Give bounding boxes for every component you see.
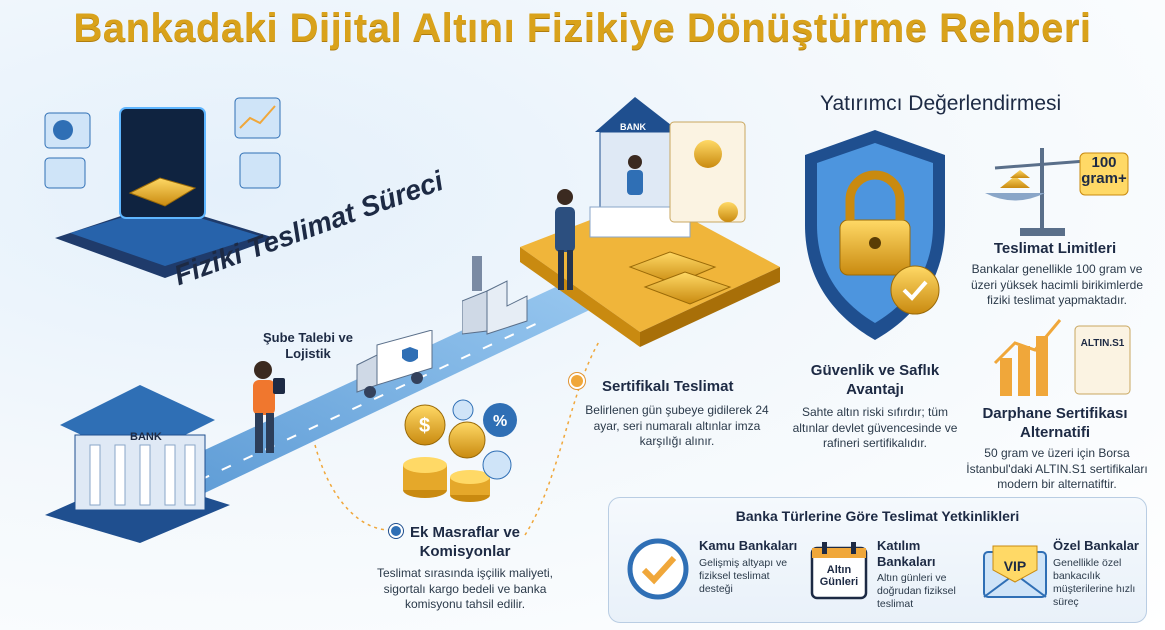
step1-title: Şube Talebi ve Lojistik: [262, 330, 354, 361]
vip-envelope-icon: [983, 545, 1047, 598]
bank-building-left-illustration: BANK: [45, 385, 230, 543]
bank-type-desc: Genellikle özel bankacılık müşterilerine…: [1053, 556, 1136, 608]
mint-title: Darphane Sertifikası Alternatifi: [982, 405, 1128, 441]
bank-type-title: Kamu Bankaları: [699, 538, 798, 553]
bank-type-ozel: Özel Bankalar Genellikle özel bankacılık…: [1053, 538, 1143, 609]
scale-icon: [985, 148, 1129, 236]
step2-marker: [569, 373, 585, 389]
bank-type-desc: Gelişmiş altyapı ve fiziksel teslimat de…: [699, 556, 788, 595]
bank-type-desc: Altın günleri ve doğrudan fiziksel tesli…: [877, 572, 956, 611]
bank-sign-left: BANK: [130, 431, 162, 443]
factory-illustration: [462, 256, 528, 335]
security-desc: Sahte altın riski sıfırdır; tüm altınlar…: [792, 405, 958, 451]
page-title: Bankadaki Dijital Altını Fizikiye Dönüşt…: [73, 6, 1092, 50]
coins-illustration: $ %: [403, 399, 517, 502]
security-title: Güvenlik ve Saflık Avantajı: [810, 362, 940, 398]
step3-desc: Teslimat sırasında işçilik maliyeti, sig…: [376, 566, 554, 612]
dollar-symbol: $: [419, 415, 430, 437]
step3-marker: [389, 524, 403, 538]
bank-types-title: Banka Türlerine Göre Teslimat Yetkinlikl…: [735, 508, 1020, 524]
step2-title: Sertifikalı Teslimat: [602, 378, 734, 395]
percent-symbol: %: [493, 413, 507, 430]
bank-type-title: Özel Bankalar: [1053, 538, 1139, 553]
security-shield-icon: [805, 130, 945, 340]
assessment-title: Yatırımcı Değerlendirmesi: [820, 92, 1062, 115]
limits-title: Teslimat Limitleri: [993, 240, 1117, 257]
limits-desc: Bankalar genellikle 100 gram ve üzeri yü…: [970, 262, 1144, 308]
vip-icon-text: VIP: [1003, 558, 1027, 574]
step2-desc: Belirlenen gün şubeye gidilerek 24 ayar,…: [585, 403, 769, 449]
step3-title: Ek Masraflar ve Komisyonlar: [409, 524, 521, 560]
calendar-icon: [810, 542, 868, 600]
mint-desc: 50 gram ve üzeri için Borsa İstanbul'dak…: [966, 446, 1148, 492]
bank-type-katilim: Katılım Bankaları Altın günleri ve doğru…: [877, 538, 973, 612]
check-circle-icon: [627, 538, 689, 600]
limits-badge: 100 gram+: [1081, 154, 1127, 187]
mint-badge: ALTIN.S1: [1080, 338, 1125, 349]
bank-type-kamu: Kamu Bankaları Gelişmiş altyapı ve fizik…: [699, 538, 799, 596]
bank-types-panel: Banka Türlerine Göre Teslimat Yetkinlikl…: [608, 497, 1147, 623]
delivery-truck-illustration: [356, 330, 433, 398]
customer-figure-illustration: [253, 361, 285, 453]
calendar-icon-text: Altın Günleri: [819, 564, 859, 589]
bank-sign-top: BANK: [620, 122, 646, 132]
mint-chart-icon: [993, 319, 1131, 396]
bank-counter-illustration: BANK: [520, 97, 780, 347]
bank-type-title: Katılım Bankaları: [877, 538, 936, 569]
digital-gold-tablet-illustration: [44, 97, 281, 278]
